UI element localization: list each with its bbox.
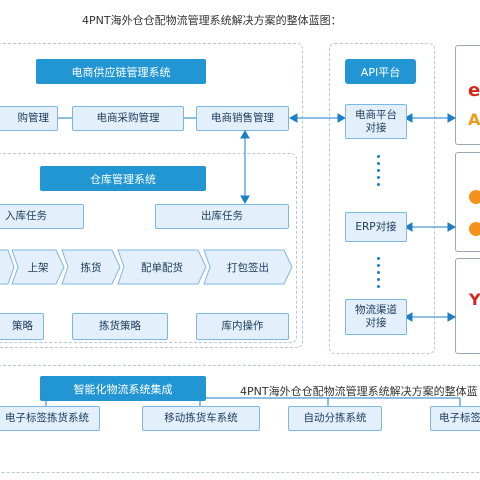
strategy-box: 策略 bbox=[0, 313, 44, 340]
flow-step-pack-ship: 打包签出 bbox=[227, 261, 269, 274]
flow-step-pick: 拣货 bbox=[80, 261, 102, 274]
flow-step-0 bbox=[0, 250, 12, 284]
api-container bbox=[329, 43, 435, 354]
ecommerce-purchase-box: 电商采购管理 bbox=[72, 106, 184, 131]
flow-step-allocate: 配单配货 bbox=[141, 261, 183, 274]
purchase-mgmt-box: 购管理 bbox=[0, 106, 58, 131]
inbound-task-box: 入库任务 bbox=[0, 204, 84, 229]
diagram-title: 4PNT海外仓仓配物流管理系统解决方案的整体蓝图： bbox=[82, 14, 342, 27]
ecommerce-platform-integration-label: 电商平台 对接 bbox=[355, 108, 397, 134]
intelligent-logistics-header: 智能化物流系统集成 bbox=[40, 376, 206, 401]
picking-strategy-box: 拣货策略 bbox=[72, 313, 168, 340]
partner-logo-a: A bbox=[468, 110, 480, 129]
partner-logo-y: Y bbox=[469, 290, 480, 309]
auto-sorting-system: 自动分拣系统 bbox=[288, 406, 382, 431]
partner-logo-circle-1 bbox=[469, 190, 480, 204]
logistics-channel-integration: 物流渠道 对接 bbox=[345, 299, 407, 335]
in-warehouse-ops-box: 库内操作 bbox=[196, 313, 289, 340]
warehouse-container bbox=[0, 153, 297, 343]
partner-logo-e: e bbox=[468, 80, 480, 101]
erp-integration: ERP对接 bbox=[345, 212, 407, 242]
flow-step-shelve: 上架 bbox=[27, 261, 49, 274]
electronic-label-picking-system: 电子标签拣货系统 bbox=[0, 406, 100, 431]
logistics-channel-integration-label: 物流渠道 对接 bbox=[355, 304, 397, 329]
api-dots-lower bbox=[377, 257, 380, 292]
intelligent-container bbox=[0, 365, 480, 473]
ecommerce-sales-box: 电商销售管理 bbox=[196, 106, 289, 131]
ecommerce-platform-integration: 电商平台 对接 bbox=[345, 104, 407, 139]
repeated-title-text: 4PNT海外仓仓配物流管理系统解决方案的整体蓝 bbox=[240, 385, 478, 398]
outbound-task-box: 出库任务 bbox=[155, 204, 289, 229]
ecommerce-system-header: 电商供应链管理系统 bbox=[36, 59, 206, 84]
partner-box-mid bbox=[455, 152, 480, 252]
api-dots-upper bbox=[377, 155, 380, 190]
ecommerce-container bbox=[0, 43, 303, 348]
partner-box-top bbox=[455, 45, 480, 145]
api-platform-header: API平台 bbox=[345, 59, 416, 84]
partner-logo-circle-2 bbox=[469, 222, 480, 236]
warehouse-system-header: 仓库管理系统 bbox=[40, 166, 206, 191]
electronic-label-box: 电子标签 bbox=[430, 406, 480, 431]
mobile-picking-cart-system: 移动拣货车系统 bbox=[142, 406, 260, 431]
partner-box-bottom bbox=[455, 258, 480, 354]
